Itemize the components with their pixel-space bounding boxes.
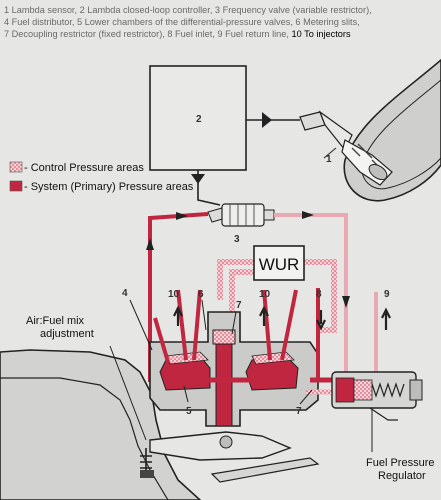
airflow-lever — [149, 431, 292, 461]
caption-line-3-emph: 10 To injectors — [291, 29, 351, 39]
caption-line-3: 7 Decoupling restrictor (fixed restricto… — [4, 28, 436, 40]
controller-arrow-icon — [191, 174, 205, 184]
fpr-label-line2: Regulator — [378, 470, 426, 482]
lambda-sensor — [299, 110, 393, 186]
mixture-screw — [140, 448, 152, 472]
fuel-return-arrow-icon — [381, 307, 391, 330]
left-slant-fuel — [153, 317, 170, 363]
control-return-line — [274, 213, 348, 380]
leader-1 — [323, 147, 337, 159]
label-9: 9 — [384, 289, 390, 300]
control-pressure-line-left — [217, 259, 254, 312]
diagram-caption: 1 Lambda sensor, 2 Lambda closed-loop co… — [4, 4, 436, 40]
leader-6 — [201, 299, 207, 331]
airfuel-label-line2: adjustment — [40, 328, 94, 340]
injector-arrow-left-icon — [173, 305, 183, 326]
injector-line-left — [176, 289, 188, 361]
fpr-label-line1: Fuel Pressure — [366, 457, 434, 469]
airfuel-label-line1: Air:Fuel mix — [26, 315, 85, 327]
label-5: 5 — [186, 406, 192, 417]
fuel-pressure-regulator — [331, 371, 423, 421]
system-arrow-right-icon — [176, 212, 188, 220]
system-arrow-up-icon — [146, 238, 154, 250]
legend-control-swatch — [9, 161, 23, 173]
caption-line-3-text: 7 Decoupling restrictor (fixed restricto… — [4, 29, 289, 39]
leader-4 — [129, 299, 153, 351]
right-chamber — [245, 355, 299, 391]
frequency-valve — [207, 203, 275, 227]
caption-line-2: 4 Fuel distributor, 5 Lower chambers of … — [4, 17, 360, 27]
label-1: 1 — [326, 154, 332, 165]
sensor-plate — [210, 457, 320, 483]
label-7a: 7 — [236, 300, 242, 311]
leader-airfuel — [109, 345, 147, 441]
leader-7a — [231, 311, 237, 335]
caption-line-1: 1 Lambda sensor, 2 Lambda closed-loop co… — [4, 5, 372, 15]
label-3: 3 — [234, 234, 240, 245]
wur-label: WUR — [259, 255, 300, 274]
exhaust-pipe — [343, 58, 441, 202]
label-10a: 10 — [168, 289, 180, 300]
legend-control-text: - Control Pressure areas — [24, 162, 144, 174]
fuel-inlet-arrow-icon — [316, 310, 326, 331]
control-plunger-top — [212, 329, 236, 345]
label-4: 4 — [122, 288, 128, 299]
control-plunger — [215, 341, 233, 427]
lever-pivot — [219, 435, 233, 449]
injector-arrow-right-icon — [259, 305, 269, 326]
legend-system-swatch — [9, 180, 23, 192]
return-arrow-down-icon — [342, 296, 350, 308]
label-8: 8 — [316, 289, 322, 300]
intake-manifold-inner — [0, 377, 169, 500]
lambda-controller-box — [149, 65, 247, 171]
leader-5 — [183, 385, 189, 403]
fuel-distributor-body — [149, 311, 319, 427]
mixture-screw-head — [140, 470, 154, 478]
exhaust-pipe-inner — [361, 79, 441, 190]
label-10b: 10 — [259, 289, 271, 300]
legend-system-text: - System (Primary) Pressure areas — [24, 181, 194, 193]
label-6: 6 — [198, 289, 204, 300]
label-2: 2 — [196, 114, 202, 125]
sensor-arrow-icon — [262, 112, 272, 128]
return-arrow-right-icon — [302, 211, 314, 219]
leader-7b — [299, 389, 313, 405]
injector-line-right-b — [280, 289, 298, 361]
control-pressure-line-right — [304, 259, 337, 333]
injector-line-left-b — [192, 289, 202, 361]
injector-line-right — [262, 289, 272, 361]
label-7b: 7 — [296, 406, 302, 417]
wur-box — [253, 245, 305, 281]
